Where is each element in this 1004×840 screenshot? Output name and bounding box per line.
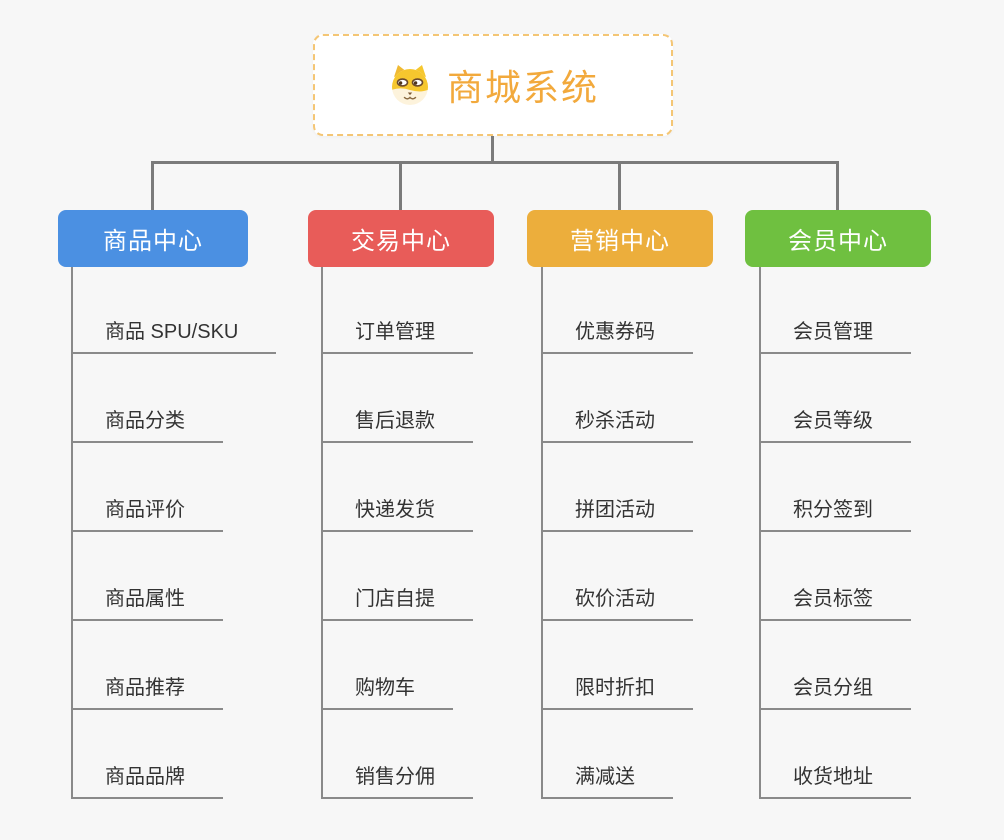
branch-spine-4 xyxy=(759,267,761,799)
topic-item[interactable]: 商品分类 xyxy=(71,404,223,443)
topic-item[interactable]: 优惠券码 xyxy=(541,315,693,354)
connector-drop-4 xyxy=(836,161,839,210)
branch-items-member: 会员管理 会员等级 积分签到 会员标签 会员分组 收货地址 xyxy=(759,265,911,799)
branch-header-marketing-center[interactable]: 营销中心 xyxy=(527,210,713,267)
root-node[interactable]: 商城系统 xyxy=(313,34,673,136)
topic-item[interactable]: 快递发货 xyxy=(321,493,473,532)
topic-item[interactable]: 商品推荐 xyxy=(71,671,223,710)
topic-item[interactable]: 会员等级 xyxy=(759,404,911,443)
branch-spine-3 xyxy=(541,267,543,799)
shiba-dog-icon xyxy=(391,65,428,105)
connector-drop-2 xyxy=(399,161,402,210)
branch-items-marketing: 优惠券码 秒杀活动 拼团活动 砍价活动 限时折扣 满减送 xyxy=(541,265,693,799)
topic-item[interactable]: 订单管理 xyxy=(321,315,473,354)
connector-drop-3 xyxy=(618,161,621,210)
topic-item[interactable]: 秒杀活动 xyxy=(541,404,693,443)
branch-items-goods: 商品 SPU/SKU 商品分类 商品评价 商品属性 商品推荐 商品品牌 xyxy=(71,265,277,799)
topic-item[interactable]: 满减送 xyxy=(541,760,673,799)
topic-item[interactable]: 积分签到 xyxy=(759,493,911,532)
topic-item[interactable]: 收货地址 xyxy=(759,760,911,799)
root-title: 商城系统 xyxy=(446,67,599,108)
connector-root-stem xyxy=(491,136,494,164)
topic-item[interactable]: 会员标签 xyxy=(759,582,911,621)
topic-item[interactable]: 销售分佣 xyxy=(321,760,473,799)
topic-item[interactable]: 商品属性 xyxy=(71,582,223,621)
topic-item[interactable]: 商品 SPU/SKU xyxy=(71,315,277,354)
branch-header-trade-center[interactable]: 交易中心 xyxy=(308,210,494,267)
branch-header-member-center[interactable]: 会员中心 xyxy=(745,210,931,267)
topic-item[interactable]: 拼团活动 xyxy=(541,493,693,532)
topic-item[interactable]: 商品品牌 xyxy=(71,760,223,799)
topic-item[interactable]: 商品评价 xyxy=(71,493,223,532)
branch-header-goods-center[interactable]: 商品中心 xyxy=(58,210,248,267)
topic-item[interactable]: 购物车 xyxy=(321,671,453,710)
topic-item[interactable]: 售后退款 xyxy=(321,404,473,443)
topic-item[interactable]: 限时折扣 xyxy=(541,671,693,710)
topic-item[interactable]: 门店自提 xyxy=(321,582,473,621)
topic-item[interactable]: 会员管理 xyxy=(759,315,911,354)
connector-drop-1 xyxy=(151,161,154,210)
connector-rail xyxy=(151,161,839,164)
branch-spine-2 xyxy=(321,267,323,799)
branch-spine-1 xyxy=(71,267,73,799)
branch-items-trade: 订单管理 售后退款 快递发货 门店自提 购物车 销售分佣 xyxy=(321,265,473,799)
topic-item[interactable]: 会员分组 xyxy=(759,671,911,710)
topic-item[interactable]: 砍价活动 xyxy=(541,582,693,621)
